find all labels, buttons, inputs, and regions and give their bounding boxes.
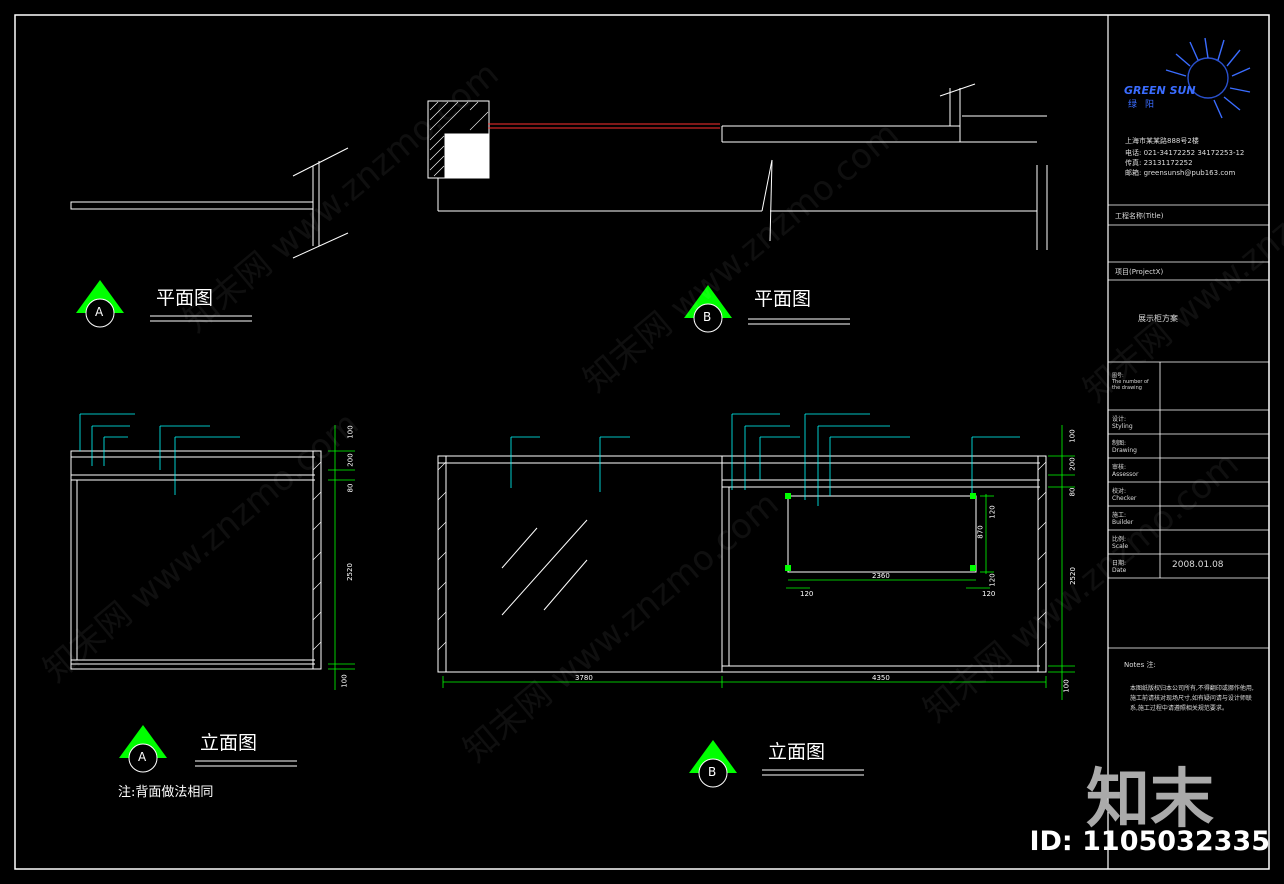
hatch-b: [429, 101, 489, 177]
contact-line: 传真: 23131172252: [1125, 159, 1193, 167]
contact-line: 邮箱: greensunsh@pub163.com: [1125, 169, 1236, 177]
plan-b-drawing: [427, 83, 1048, 250]
dim-label: 870: [976, 525, 985, 539]
date-value: 2008.01.08: [1172, 560, 1224, 570]
contact-line: 上海市某某路888号2楼: [1125, 137, 1199, 145]
dim-label: 100: [1062, 679, 1071, 693]
dim-label: 120: [800, 590, 814, 598]
tb-row-label: 施工: Builder: [1112, 512, 1134, 526]
notes-label: Notes 注:: [1124, 661, 1156, 669]
dim-label: 120: [988, 573, 997, 587]
tb-row-label: 比例: Scale: [1112, 536, 1129, 550]
elevation-a-leaders: [79, 413, 240, 495]
notes-text: 本图纸版权归本公司所有,不得翻印或挪作他用,施工前请核对现场尺寸,如有疑问请与设…: [1130, 685, 1254, 712]
tb-row-label: 日期: Date: [1112, 560, 1127, 574]
watermark-id: ID: 1105032335: [1029, 826, 1270, 857]
dim-label: 120: [988, 505, 997, 519]
elevation-a-dims: [328, 425, 355, 690]
tb-row-label: 审核: Assessor: [1112, 464, 1139, 478]
plan-b-title: 平面图: [754, 288, 812, 310]
elevation-b-drawing: [437, 455, 1047, 673]
tb-row-label: 制图: Drawing: [1112, 440, 1137, 454]
sheet-border: [14, 14, 1270, 870]
dim-label: 100: [1068, 429, 1077, 443]
dim-label: 2520: [1068, 567, 1077, 585]
marker-plan-a: [76, 280, 124, 328]
dim-label: 100: [346, 425, 355, 439]
elevation-b-hatch: [312, 461, 1047, 651]
dim-label: 100: [340, 674, 349, 688]
dim-label: 80: [346, 483, 355, 493]
window-corner-markers: [785, 493, 976, 571]
tb-row-label: 设计: Styling: [1112, 416, 1133, 430]
elev-b-title: 立面图: [768, 741, 826, 763]
brand-cn: 绿阳: [1128, 100, 1163, 110]
title-block-grid: [1108, 204, 1269, 649]
marker-elev-a: [119, 725, 167, 773]
dim-label: 120: [982, 590, 996, 598]
project-label: 项目(ProjectX): [1115, 268, 1164, 276]
plan-a-title: 平面图: [156, 287, 214, 309]
elevation-b-dims: [442, 425, 1075, 700]
project-name: 展示柜方案: [1138, 314, 1178, 323]
dim-label: 2520: [345, 563, 354, 581]
marker-a-letter: A: [95, 305, 104, 319]
plan-a-drawing: [70, 147, 349, 259]
contact-line: 电话: 021-34172252 34172253-12: [1125, 149, 1245, 157]
marker-elev-b: [689, 740, 737, 788]
marker-b-letter: B: [708, 765, 717, 779]
dim-label: 3780: [575, 674, 593, 682]
marker-a-letter: A: [138, 750, 147, 764]
sun-logo-icon: [1165, 37, 1251, 119]
marker-plan-b: [684, 285, 732, 333]
marker-b-letter: B: [703, 310, 712, 324]
dim-label: 2360: [872, 572, 890, 580]
tb-row-label: 校对: Checker: [1112, 488, 1137, 502]
dim-label: 4350: [872, 674, 890, 682]
dim-label: 200: [1068, 457, 1077, 471]
watermark-logo: 知末: [1086, 763, 1214, 837]
tb-row-label: 图号: The number of the drawing: [1112, 373, 1149, 391]
title-label: 工程名称(Title): [1115, 212, 1164, 220]
dim-label: 80: [1068, 487, 1077, 497]
note-text: 注:背面做法相同: [118, 785, 214, 800]
brand-logo: GREEN SUN: [1124, 84, 1196, 97]
elev-a-title: 立面图: [200, 732, 258, 754]
elevation-b-leaders: [510, 413, 1020, 506]
dim-label: 200: [346, 453, 355, 467]
